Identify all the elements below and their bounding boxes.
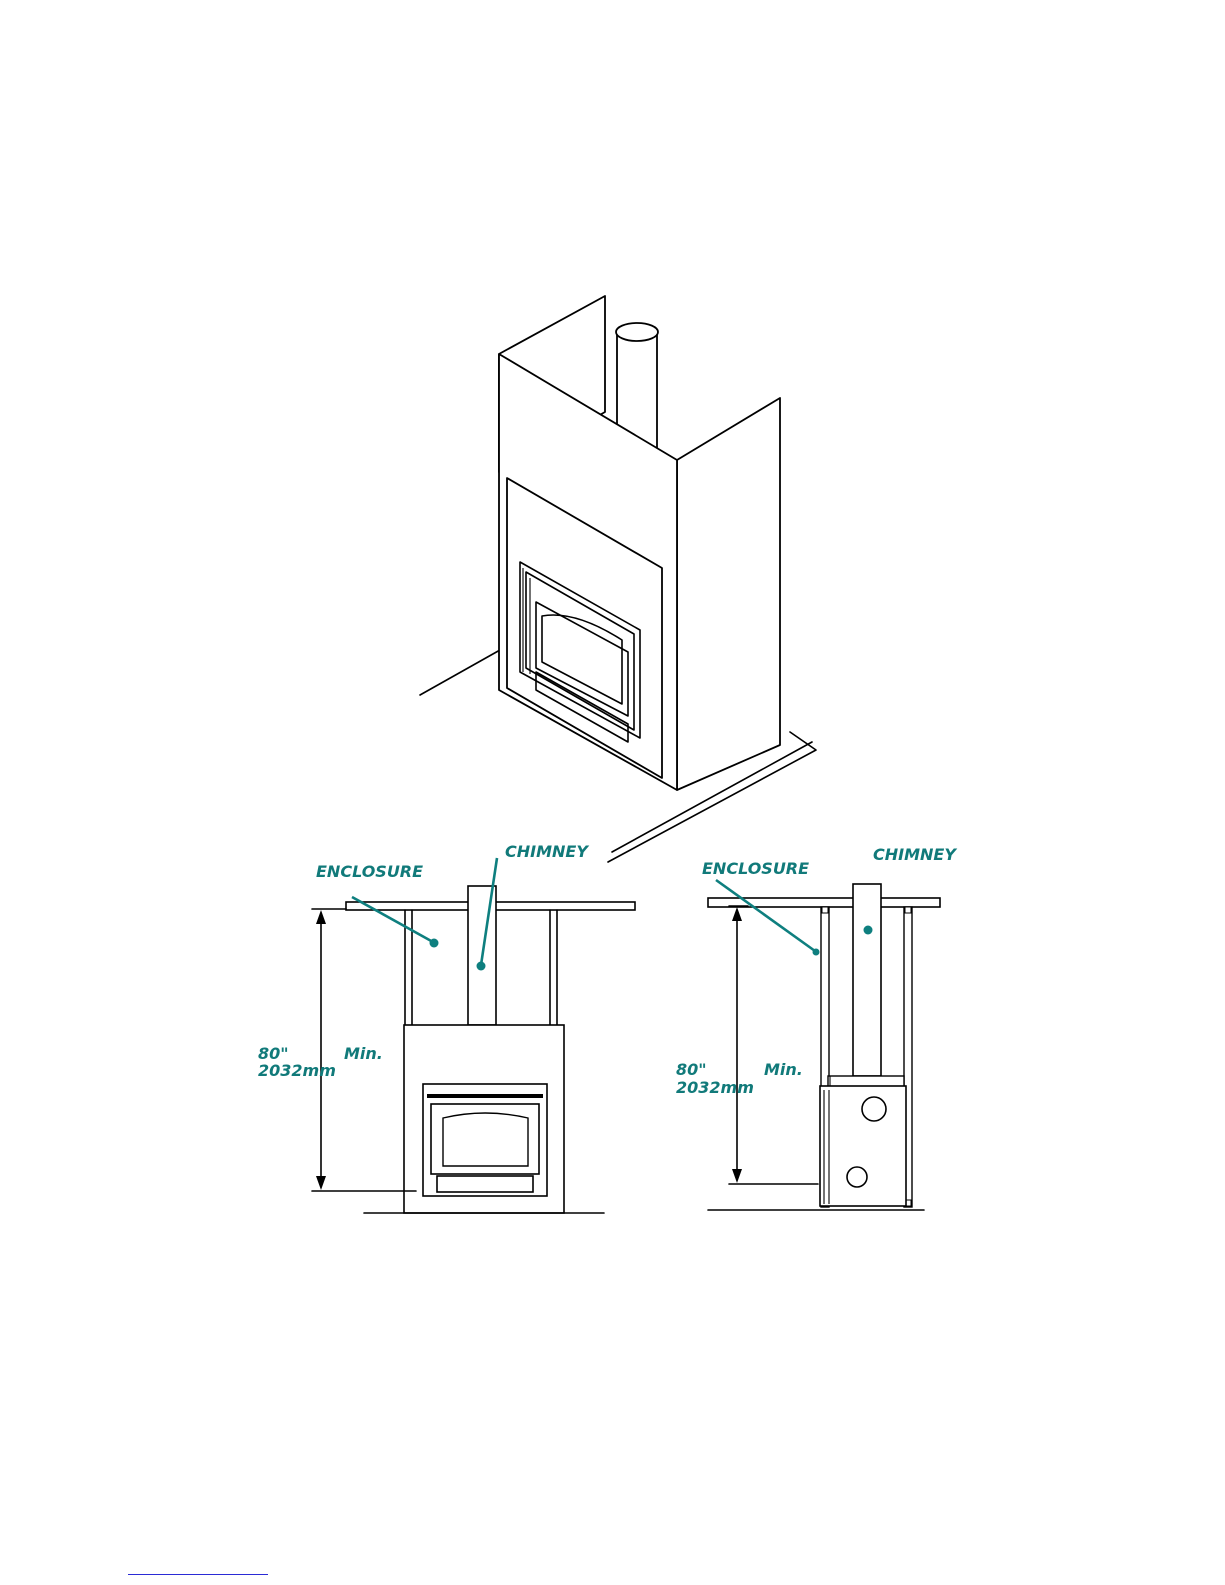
floor-edge-left bbox=[420, 650, 500, 695]
side-stove bbox=[820, 1076, 906, 1206]
side-dimension-80in bbox=[729, 906, 818, 1184]
front-dimension-mm: 2032mm bbox=[258, 1061, 336, 1080]
side-chimney-label: CHIMNEY bbox=[873, 845, 957, 864]
front-chimney-dot bbox=[477, 962, 486, 971]
side-dimension-mm: 2032mm bbox=[676, 1078, 754, 1097]
front-view: ENCLOSURE CHIMNEY 80" Min. 2032mm bbox=[258, 842, 635, 1213]
side-chimney bbox=[853, 884, 881, 1076]
front-enclosure-dot bbox=[430, 939, 439, 948]
footer-link-underline[interactable] bbox=[128, 1574, 268, 1575]
right-side-wall bbox=[677, 398, 780, 790]
front-dimension-min: Min. bbox=[344, 1044, 383, 1063]
side-dimension-in: 80" bbox=[676, 1060, 707, 1079]
front-chimney-label: CHIMNEY bbox=[505, 842, 589, 861]
side-enclosure-leader bbox=[716, 880, 815, 951]
side-view: ENCLOSURE CHIMNEY 80" Min. 2032mm bbox=[676, 845, 957, 1210]
side-dimension-min: Min. bbox=[764, 1060, 803, 1079]
side-enclosure-dot bbox=[813, 949, 820, 956]
isometric-view bbox=[420, 296, 816, 862]
side-enclosure-label: ENCLOSURE bbox=[702, 859, 809, 878]
side-chimney-dot bbox=[864, 926, 873, 935]
front-enclosure-label: ENCLOSURE bbox=[316, 862, 423, 881]
front-insert bbox=[423, 1084, 547, 1196]
